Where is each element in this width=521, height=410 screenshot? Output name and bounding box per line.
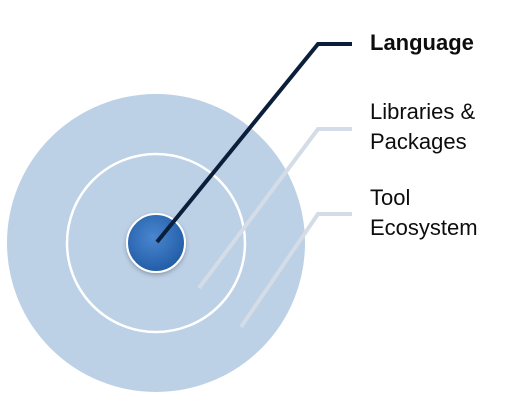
label-tool-line-2: Ecosystem: [370, 215, 478, 240]
label-libraries-line-1: Libraries &: [370, 99, 476, 124]
label-language-line-1: Language: [370, 30, 474, 55]
label-language: Language: [370, 28, 474, 58]
core-circle-language: [126, 213, 186, 273]
label-libraries-line-2: Packages: [370, 129, 467, 154]
leader-line-language: [155, 42, 352, 244]
leader-line-tool-ecosystem: [239, 212, 352, 329]
leader-line-libraries: [197, 127, 352, 290]
label-tool-ecosystem: Tool Ecosystem: [370, 183, 478, 243]
label-tool-line-1: Tool: [370, 185, 411, 210]
label-libraries-packages: Libraries & Packages: [370, 97, 475, 157]
